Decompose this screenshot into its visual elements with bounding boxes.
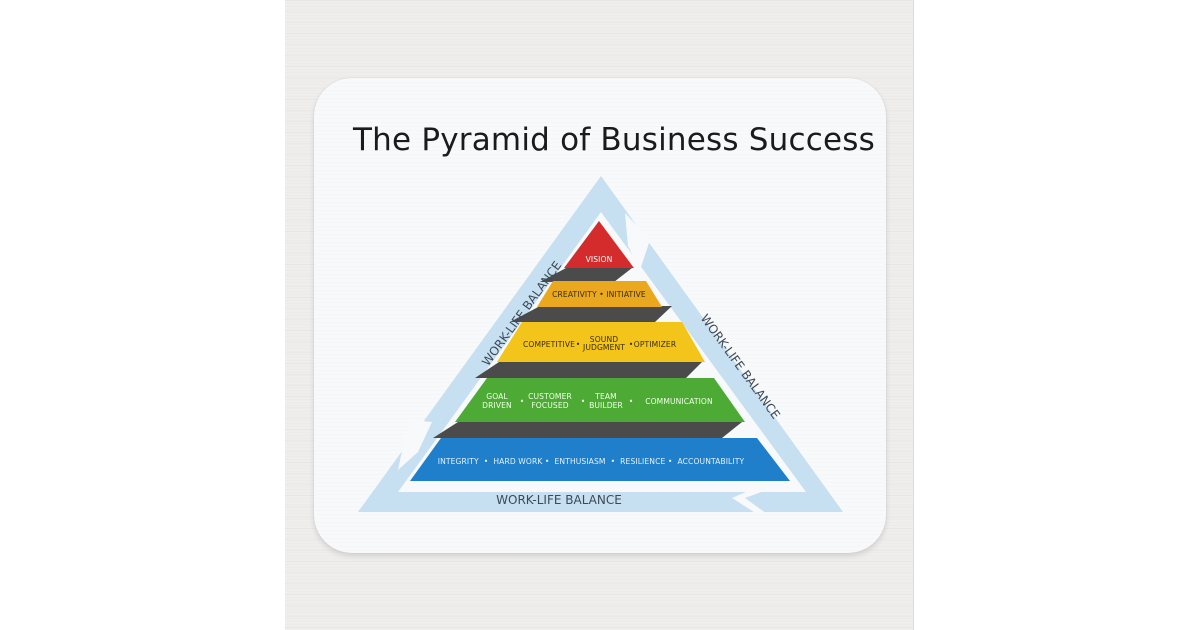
diagram-title: The Pyramid of Business Success (353, 122, 875, 158)
svg-text:DRIVEN: DRIVEN (482, 401, 512, 410)
tier-competitive-b2: JUDGMENT (582, 343, 625, 352)
svg-text:GOAL: GOAL (486, 392, 508, 401)
svg-text:•: • (629, 340, 634, 349)
svg-text:COMMUNICATION: COMMUNICATION (645, 397, 713, 406)
tier-goal: GOAL DRIVEN • CUSTOMER FOCUSED • TEAM BU… (455, 378, 745, 422)
svg-text:•: • (629, 397, 634, 406)
svg-text:BUILDER: BUILDER (589, 401, 623, 410)
svg-text:FOCUSED: FOCUSED (531, 401, 568, 410)
tier-competitive-a: COMPETITIVE (523, 340, 575, 349)
tier-creativity: CREATIVITY • INITIATIVE (537, 281, 662, 307)
tier-creativity-label: CREATIVITY • INITIATIVE (552, 290, 646, 299)
tier-vision-label: VISION (586, 255, 613, 264)
arrow-notch-left-icon (398, 420, 432, 470)
svg-text:•: • (520, 397, 525, 406)
arrow-notch-bottom-icon (732, 486, 772, 514)
tier-competitive-c: OPTIMIZER (634, 340, 677, 349)
svg-text:•: • (576, 340, 581, 349)
tier-vision: VISION (564, 221, 634, 268)
tier-competitive-b1: SOUND (590, 335, 618, 344)
frame-label-bottom: WORK-LIFE BALANCE (496, 493, 622, 507)
tier-competitive: COMPETITIVE • SOUND JUDGMENT • OPTIMIZER (497, 322, 705, 362)
svg-text:TEAM: TEAM (594, 392, 617, 401)
tier-shadows (433, 268, 742, 438)
svg-text:CUSTOMER: CUSTOMER (528, 392, 572, 401)
svg-text:•: • (581, 397, 586, 406)
arrow-notch-top-icon (625, 213, 650, 270)
tier-integrity-label: INTEGRITY • HARD WORK • ENTHUSIASM • RES… (438, 457, 745, 466)
tier-integrity: INTEGRITY • HARD WORK • ENTHUSIASM • RES… (410, 438, 790, 481)
